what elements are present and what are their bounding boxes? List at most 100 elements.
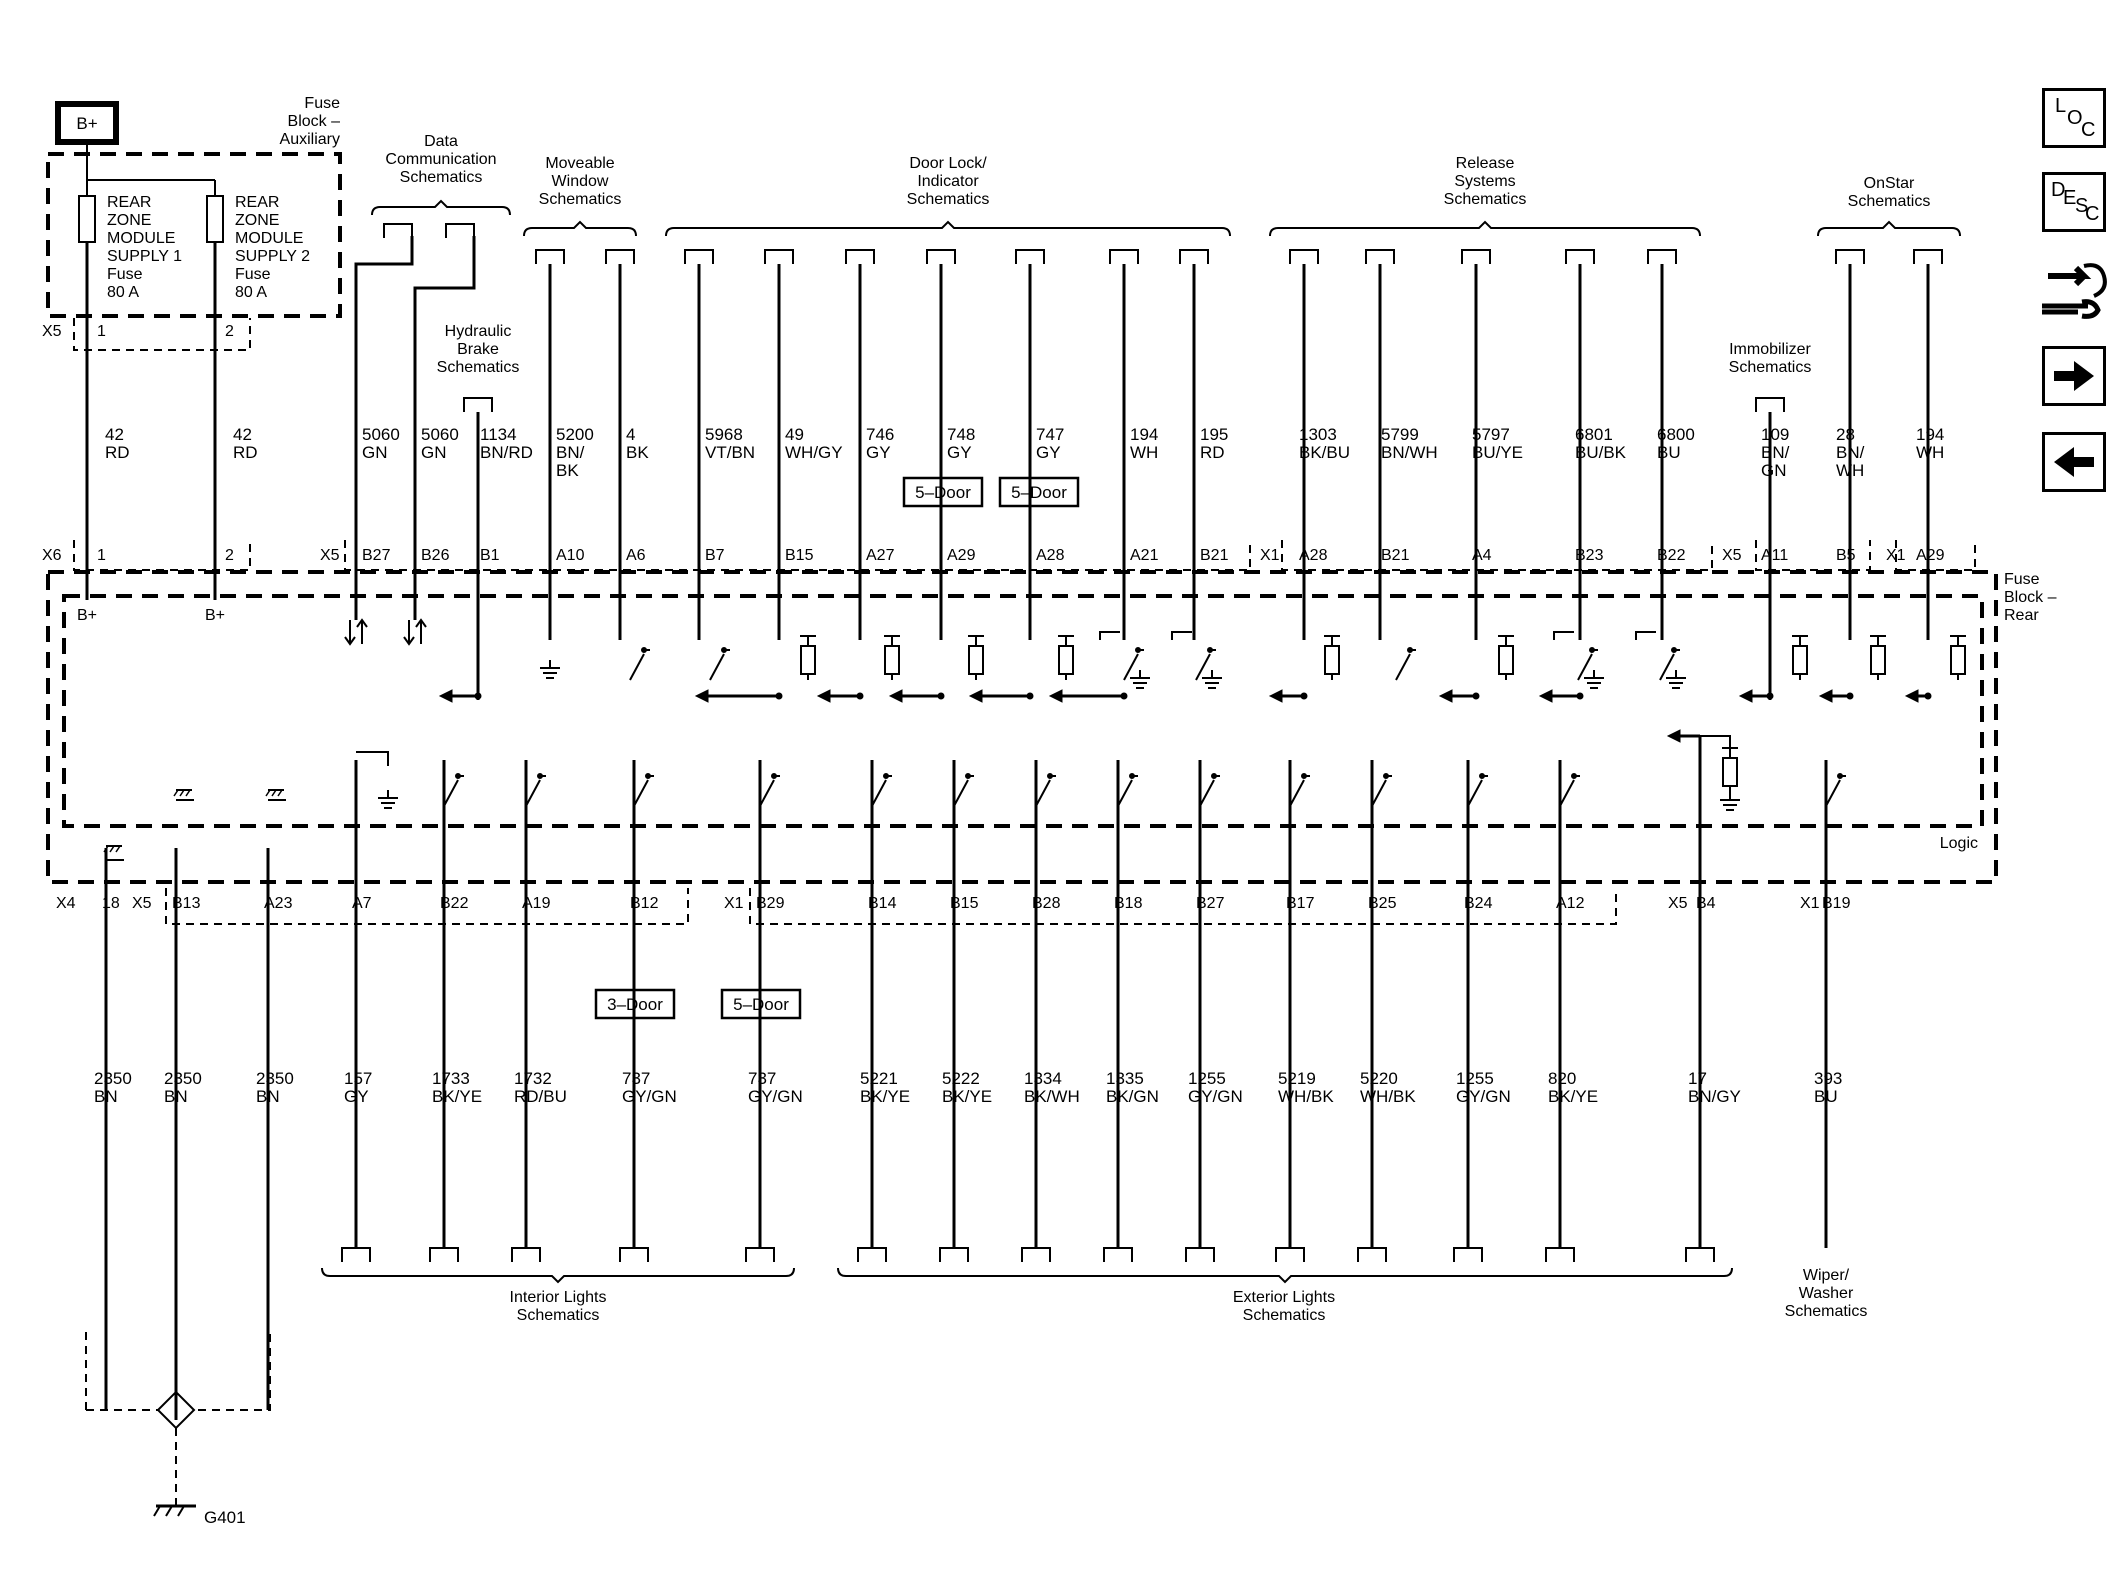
resistor-symbol <box>1058 645 1074 675</box>
aux-pin-1: 1 <box>97 323 106 340</box>
bottom-wire-pin-10: B28 <box>1032 895 1061 912</box>
bplus-label-1: B+ <box>77 607 97 624</box>
bottom-connector-cup <box>1021 1247 1051 1262</box>
five-door-tag-748: 5–Door <box>915 483 971 502</box>
bottom-connector-cup <box>1275 1247 1305 1262</box>
switch-symbol <box>759 779 775 807</box>
connector-cup <box>1015 249 1045 264</box>
bottom-connector-cup <box>1685 1247 1715 1262</box>
switch-symbol <box>1577 653 1593 681</box>
chassis-ground-icon <box>265 789 283 797</box>
data-arrow-down-icon <box>344 620 356 646</box>
connector-cup <box>1289 249 1319 264</box>
g401-ground-icon <box>153 1505 185 1517</box>
fuse-block-rear-outline <box>46 570 1998 884</box>
loc-letter-c: C <box>2081 119 2096 141</box>
top-connector-name-3: X5 <box>1722 547 1742 564</box>
bottom-wire-pin-2: A23 <box>264 895 293 912</box>
ground-switch-link <box>356 751 389 766</box>
wrench-tool-icon[interactable] <box>2038 256 2110 326</box>
bottom-connector-cup <box>939 1247 969 1262</box>
switch-symbol <box>1559 779 1575 807</box>
three-door-tag: 3–Door <box>607 995 663 1014</box>
bottom-connector-cup <box>511 1247 541 1262</box>
ground-splice-left <box>85 1330 106 1411</box>
top-wire-pin-12: A28 <box>1299 547 1328 564</box>
top-wire-pin-0: B27 <box>362 547 391 564</box>
x5-connector-outline-b <box>1755 540 1871 571</box>
connector-cup <box>1179 249 1209 264</box>
bottom-wire-pin-17: B4 <box>1696 895 1716 912</box>
arrowhead <box>816 689 831 703</box>
bottom-connector-cup <box>1103 1247 1133 1262</box>
top-wire-pin-18: B5 <box>1836 547 1856 564</box>
top-wire-pin-13: B21 <box>1381 547 1410 564</box>
switch-symbol <box>1371 779 1387 807</box>
bottom-connector-cup <box>745 1247 775 1262</box>
fuse-symbol <box>78 195 96 243</box>
previous-page-button[interactable] <box>2042 432 2106 492</box>
top-wire-pin-17: A11 <box>1761 547 1788 564</box>
top-wire-pin-14: A4 <box>1472 547 1492 564</box>
location-button[interactable]: L O C <box>2042 88 2106 148</box>
connector-cup <box>845 249 875 264</box>
switch-symbol <box>443 779 459 807</box>
resistor-symbol <box>968 645 984 675</box>
bottom-wire-pin-15: B24 <box>1464 895 1493 912</box>
top-group-bracket-0 <box>371 199 511 216</box>
top-wire-pin-2: B1 <box>480 547 500 564</box>
top-connector-name-4: X1 <box>1886 547 1906 564</box>
switch-symbol <box>709 653 725 681</box>
next-page-button[interactable] <box>2042 346 2106 406</box>
switch-symbol <box>525 779 541 807</box>
logic-label: Logic <box>1940 835 1978 852</box>
top-group-bracket-3 <box>1269 220 1701 237</box>
ground-splice-bus <box>86 1330 271 1411</box>
five-door-tag-747-box <box>998 476 1080 508</box>
arrowhead <box>1268 689 1283 703</box>
bottom-connector-cup <box>619 1247 649 1262</box>
description-button[interactable]: D E S C <box>2042 172 2106 232</box>
connector-cup <box>684 249 714 264</box>
loc-letters: L O C <box>2049 95 2099 141</box>
bottom-wire-pin-14: B25 <box>1368 895 1397 912</box>
connector-cup <box>1109 249 1139 264</box>
top-connector-name-1: X5 <box>320 547 340 564</box>
aux-connector-name: X5 <box>42 323 62 340</box>
bottom-connector-cup <box>1185 1247 1215 1262</box>
hydraulic-brake-connector <box>463 397 493 412</box>
top-wire-pin-15: B23 <box>1575 547 1604 564</box>
data-arrow-down-icon <box>403 620 415 646</box>
five-door-tag-737: 5–Door <box>733 995 789 1014</box>
connector-cup <box>926 249 956 264</box>
immobilizer-connector <box>1755 397 1785 412</box>
bottom-wire-pin-8: B14 <box>868 895 897 912</box>
bottom-connector-cup <box>429 1247 459 1262</box>
bottom-connector-cup <box>1357 1247 1387 1262</box>
arrowhead <box>888 689 903 703</box>
